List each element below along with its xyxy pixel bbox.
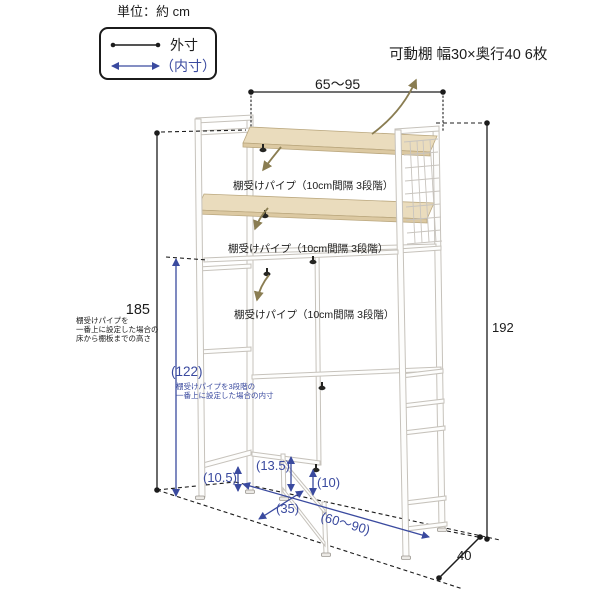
inner-height-note: 棚受けパイプを3段階の 一番上に設定した場合の内寸 — [176, 382, 274, 401]
leg-foot — [195, 495, 205, 500]
back-left-leg — [246, 115, 254, 492]
back-pipe-low — [251, 451, 321, 466]
pipe-knob — [259, 144, 267, 153]
legend-outer-label: 外寸 — [170, 37, 198, 53]
dim-inner-height-label: (122) — [171, 364, 203, 379]
front-pipe — [203, 249, 399, 263]
dim-135-label: (13.5) — [256, 458, 290, 473]
shelf-pipe-label-1: 棚受けパイプ（10cm間隔 3段階） — [233, 180, 394, 192]
rack-frame-back — [195, 114, 448, 532]
dim-depth-line — [438, 536, 481, 579]
left-height-note-line1: 棚受けパイプを — [76, 316, 129, 325]
dim-10-label: (10) — [317, 475, 341, 490]
shelf-pipe-1-arrow — [262, 146, 282, 172]
annotation-arrows — [253, 78, 418, 302]
floor-outline — [156, 481, 501, 590]
unit-label: 単位：約 cm — [117, 4, 190, 19]
pipe-knob — [263, 268, 271, 277]
shelf-pipe-2-arrow — [253, 207, 269, 231]
dim-depth-label: 40 — [457, 548, 472, 563]
left-height-note-line2: 一番上に設定した場合の — [76, 324, 159, 334]
back-right-leg — [432, 126, 446, 530]
dashed-extension-lines — [160, 122, 484, 539]
leg-foot — [245, 489, 255, 494]
right-top-bar — [394, 125, 440, 135]
dim-inner-depth-label: (35) — [276, 501, 300, 516]
dim-105-label: (10.5) — [203, 470, 237, 485]
left-rung — [198, 449, 252, 470]
dimension-end-dots — [110, 42, 490, 581]
left-rung — [197, 263, 252, 272]
pipe-knob — [309, 256, 317, 265]
legend-inner-label: （内寸） — [160, 58, 216, 74]
dim-right-height-label: 192 — [492, 320, 514, 335]
shelf-pipe-label-2: 棚受けパイプ（10cm間隔 3段階） — [228, 243, 389, 255]
inner-height-note-line2: 一番上に設定した場合の内寸 — [176, 390, 274, 400]
inner-height-note-line1: 棚受けパイプを3段階の — [176, 382, 256, 391]
wire-mesh-panel — [403, 138, 443, 245]
center-post — [314, 250, 322, 466]
dotted-extension-lines — [250, 95, 444, 132]
leg-foot — [279, 496, 289, 501]
leg-foot — [401, 555, 411, 560]
dim-inner-width-line — [242, 482, 430, 539]
movable-shelf-arrow — [371, 78, 418, 135]
left-height-note-line3: 床から棚板までの高さ — [76, 333, 151, 343]
shelf-pipe-label-3: 棚受けパイプ（10cm間隔 3段階） — [234, 309, 395, 321]
dimension-lines-blue — [111, 62, 430, 539]
left-height-note: 棚受けパイプを 一番上に設定した場合の 床から棚板までの高さ — [76, 316, 159, 344]
front-left-leg — [194, 118, 206, 498]
shelf-board-top-edge — [242, 142, 431, 157]
legend-box — [99, 27, 217, 80]
leg-foot — [321, 552, 331, 557]
leg-foot — [437, 527, 447, 532]
left-rung — [195, 114, 254, 124]
dim-left-height-label: 185 — [125, 302, 150, 318]
dim-top-width-label: 65～95 — [315, 76, 361, 92]
movable-shelf-label: 可動棚 幅30×奥行40 6枚 — [389, 47, 548, 63]
left-rung — [198, 346, 252, 355]
pipe-knob — [318, 382, 326, 391]
shelf-pipe-3-arrow — [253, 274, 270, 302]
